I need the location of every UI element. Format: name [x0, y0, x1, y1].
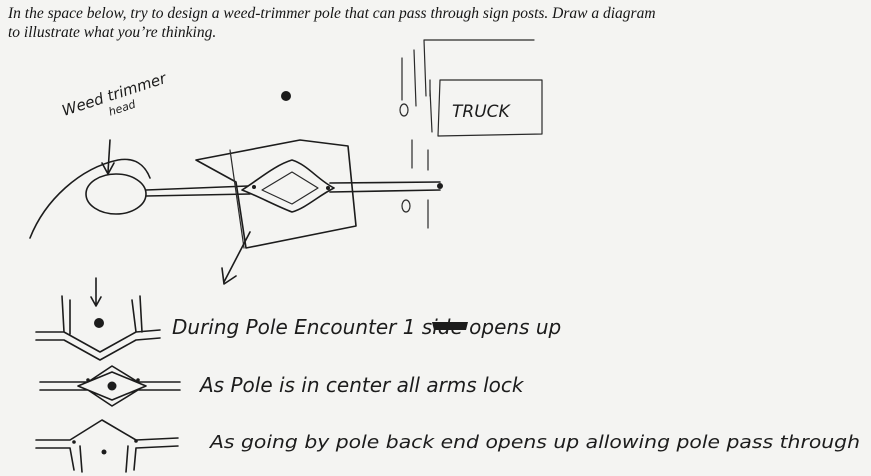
- truck-post-lines: [402, 50, 432, 228]
- post-ring: [400, 104, 408, 116]
- detail1-mechanism: [36, 296, 160, 360]
- detail2-pole-dot: [108, 382, 117, 391]
- main-pole-lower: [146, 190, 440, 196]
- pivot-dot: [86, 378, 90, 382]
- detail1-arrow: [91, 278, 101, 306]
- head-pointer-arrow: [102, 140, 114, 174]
- detail3-mechanism: [36, 420, 178, 472]
- pivot-dot: [326, 186, 330, 190]
- trimmer-head-shape: [86, 174, 146, 214]
- pole-end-dot: [437, 183, 443, 189]
- detail3-pole-dot: [102, 450, 107, 455]
- pivot-dot: [134, 439, 138, 443]
- step-3-caption: As going by pole back end opens up allow…: [209, 432, 860, 453]
- pivot-dot: [72, 440, 76, 444]
- pivot-dot: [136, 378, 140, 382]
- zoom-box-edge: [230, 150, 244, 248]
- detail1-pole-dot: [94, 318, 104, 328]
- pivot-dot: [252, 185, 256, 189]
- truck-label: TRUCK: [452, 102, 512, 122]
- sign-post-dot: [281, 91, 291, 101]
- step-2-caption: As Pole is in center all arms lock: [198, 373, 525, 397]
- mechanism-diamond-inner: [262, 172, 318, 204]
- main-pole-upper: [146, 182, 440, 190]
- mechanism-diamond-outer: [242, 160, 334, 212]
- scribble-mark: [432, 322, 468, 330]
- detail-arrow: [222, 232, 250, 284]
- post-ring: [402, 200, 410, 212]
- step-1-caption: During Pole Encounter 1 side opens up: [172, 315, 561, 339]
- trimmer-arc: [30, 159, 150, 238]
- weed-trimmer-head-label: Weed trimmer head: [60, 69, 173, 132]
